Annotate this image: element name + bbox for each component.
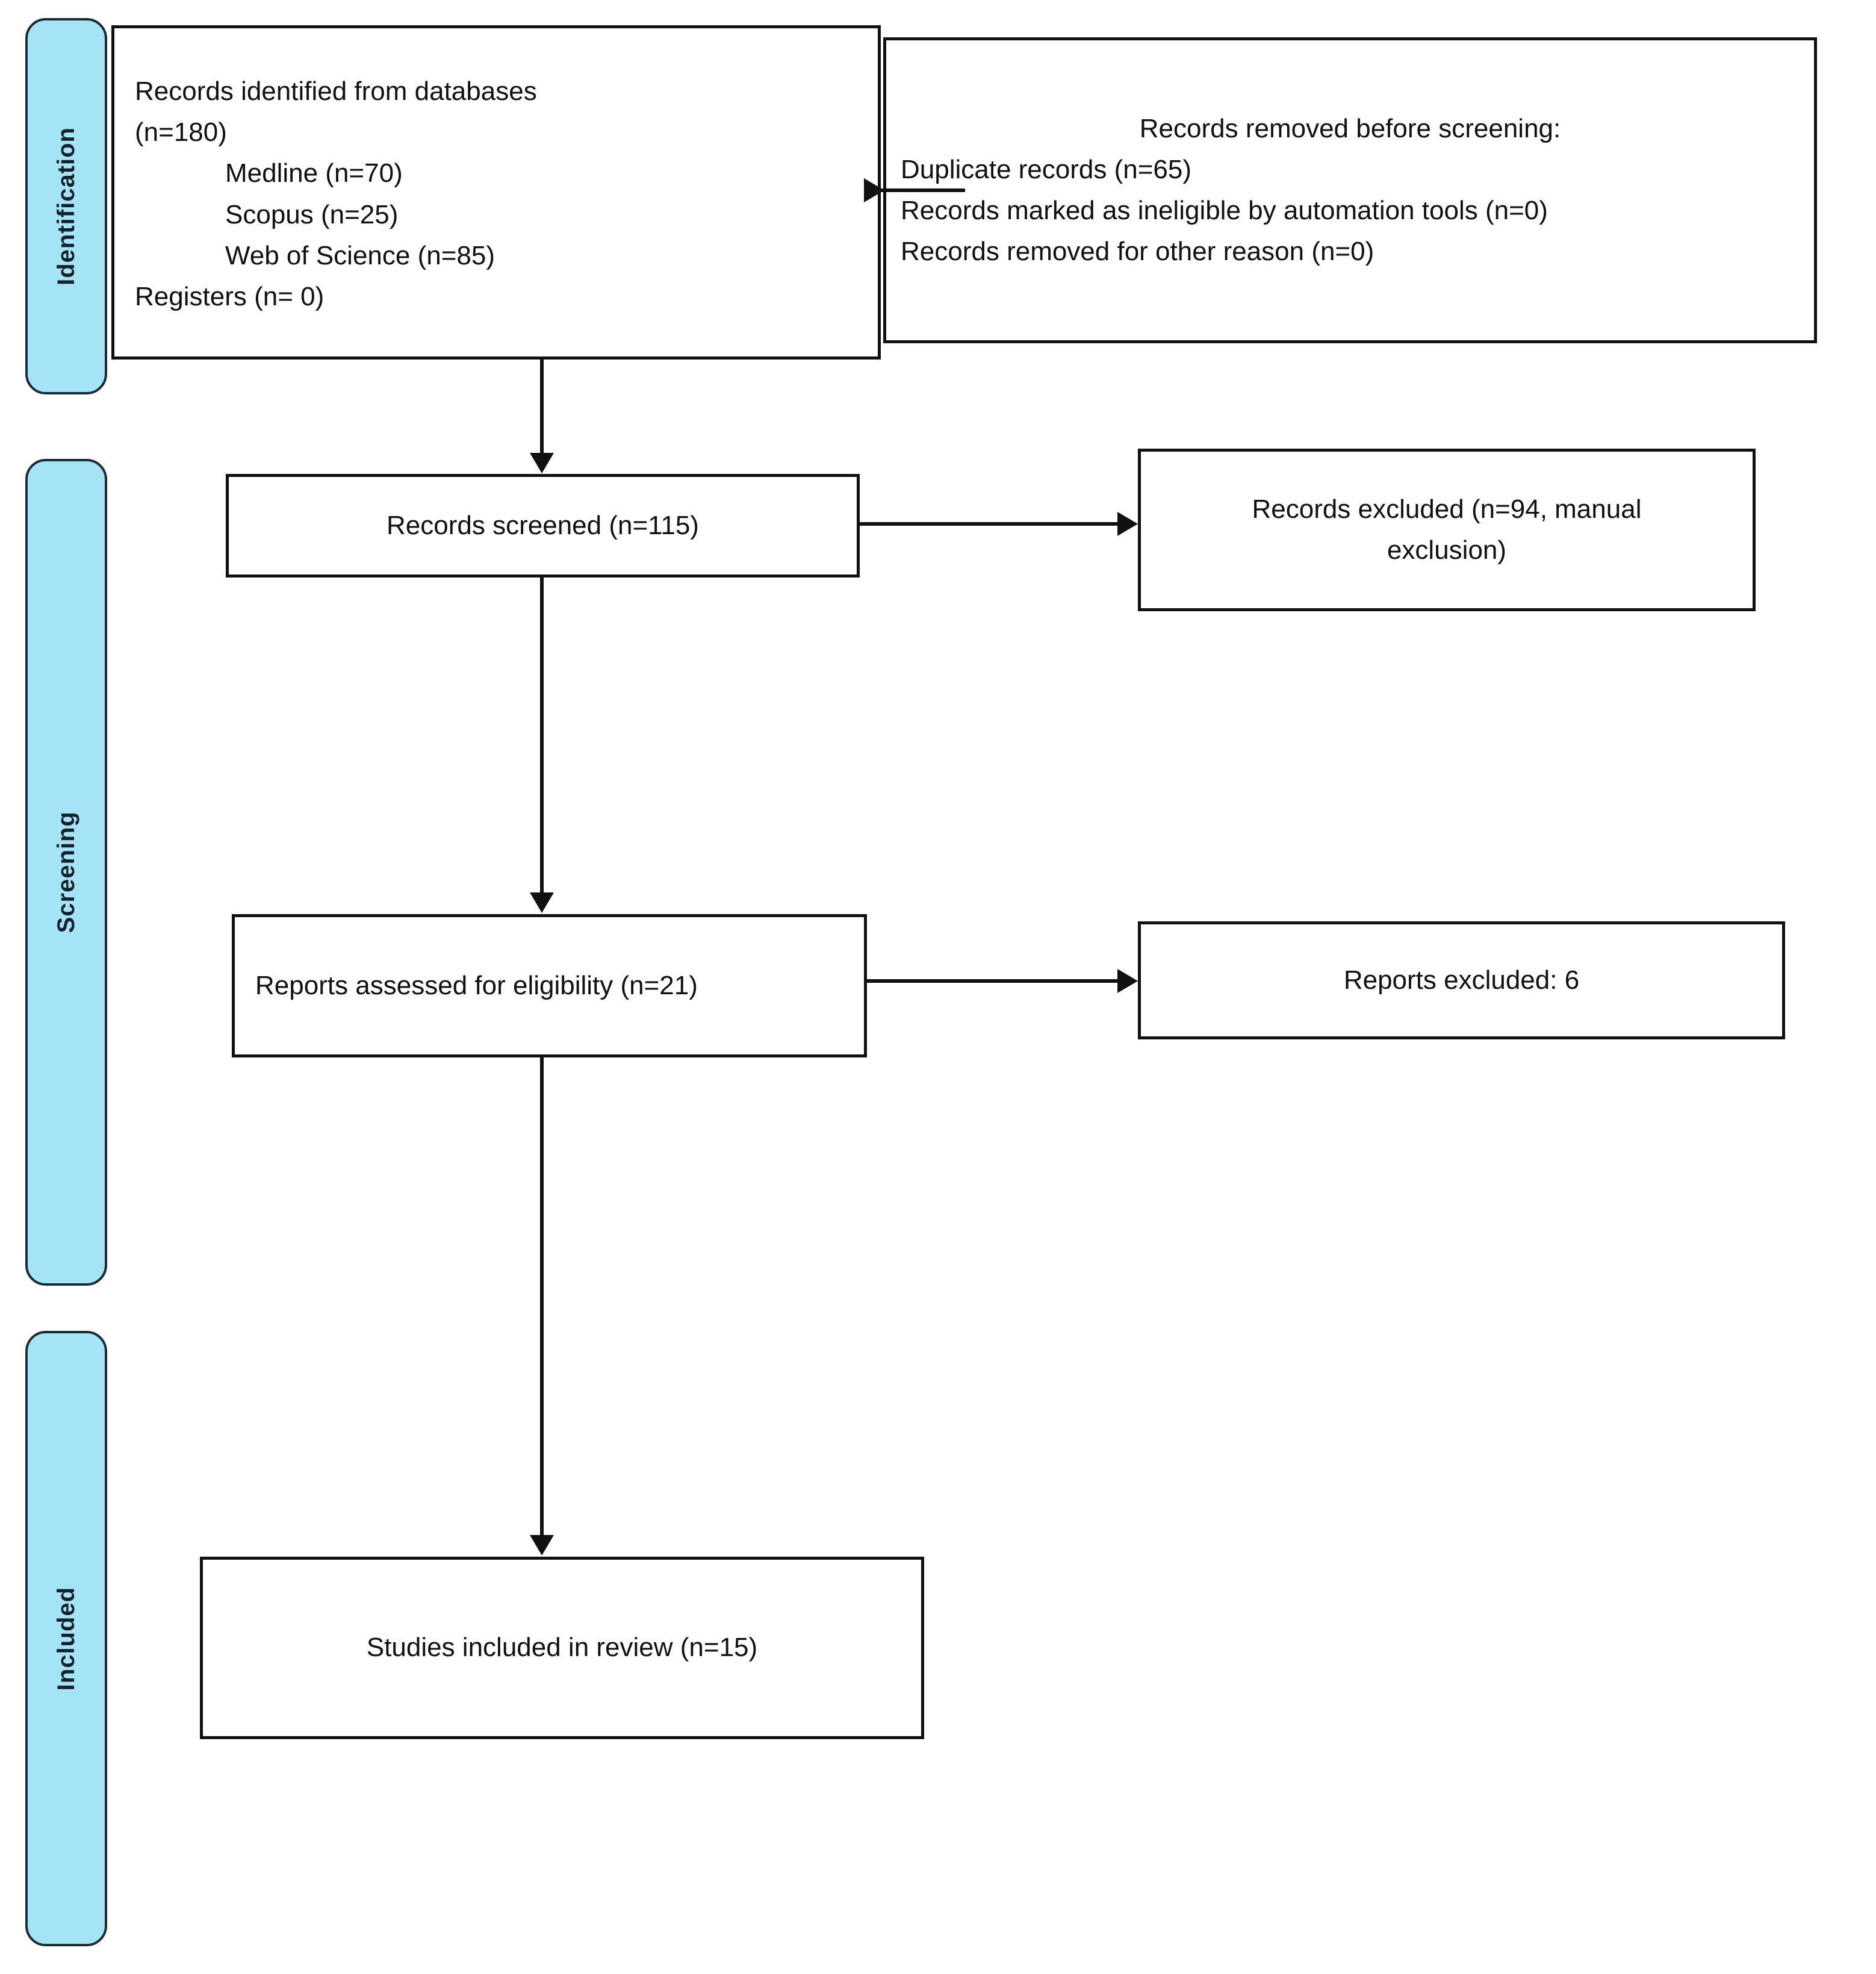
arrow-identified-to-removed [864, 178, 884, 202]
records-excluded-line-1: Records excluded (n=94, manual [1252, 494, 1642, 524]
records-identified-registers: Registers (n= 0) [135, 281, 325, 311]
arrow-assessed-to-reports-excluded [1117, 969, 1138, 993]
records-identified-source-medline: Medline (n=70) [225, 158, 403, 188]
records-removed-other: Records removed for other reason (n=0) [901, 237, 1374, 267]
arrow-identified-to-screened [530, 453, 554, 473]
connector-screened-to-excluded [860, 522, 1120, 526]
arrow-assessed-to-included [530, 1535, 554, 1555]
records-removed-automation: Records marked as ineligible by automati… [901, 196, 1548, 225]
records-excluded-line-2: exclusion) [1387, 535, 1507, 565]
arrow-screened-to-excluded [1117, 512, 1138, 536]
phase-label-included: Included [52, 1586, 79, 1691]
box-records-excluded: Records excluded (n=94, manual exclusion… [1138, 449, 1756, 611]
phase-bar-included: Included [25, 1331, 107, 1946]
phase-bar-identification: Identification [25, 18, 107, 394]
connector-assessed-to-reports-excluded [867, 979, 1120, 983]
box-reports-assessed: Reports assessed for eligibility (n=21) [232, 914, 867, 1057]
reports-excluded-text: Reports excluded: 6 [1343, 965, 1580, 995]
records-identified-line-2: (n=180) [135, 117, 227, 148]
records-identified-line-1: Records identified from databases [135, 76, 537, 106]
phase-label-screening: Screening [52, 811, 79, 933]
records-removed-heading: Records removed before screening: [1139, 113, 1561, 143]
phase-label-identification: Identification [52, 127, 79, 285]
box-studies-included: Studies included in review (n=15) [200, 1557, 924, 1739]
box-records-identified: Records identified from databases (n=180… [111, 25, 881, 360]
box-records-screened: Records screened (n=115) [226, 474, 860, 578]
records-removed-duplicate: Duplicate records (n=65) [901, 154, 1192, 184]
reports-assessed-text: Reports assessed for eligibility (n=21) [255, 970, 698, 1000]
box-reports-excluded: Reports excluded: 6 [1138, 921, 1785, 1039]
records-identified-source-web-of-science: Web of Science (n=85) [225, 240, 495, 270]
records-screened-text: Records screened (n=115) [387, 510, 699, 540]
connector-assessed-to-included [540, 1057, 544, 1536]
box-records-removed: Records removed before screening: Duplic… [883, 37, 1817, 343]
studies-included-text: Studies included in review (n=15) [366, 1633, 758, 1663]
connector-identified-to-removed [881, 188, 965, 192]
phase-bar-screening: Screening [25, 459, 107, 1286]
records-identified-source-scopus: Scopus (n=25) [225, 199, 399, 229]
connector-identified-to-screened [540, 360, 544, 456]
connector-screened-to-assessed [540, 578, 544, 894]
arrow-screened-to-assessed [530, 892, 554, 913]
